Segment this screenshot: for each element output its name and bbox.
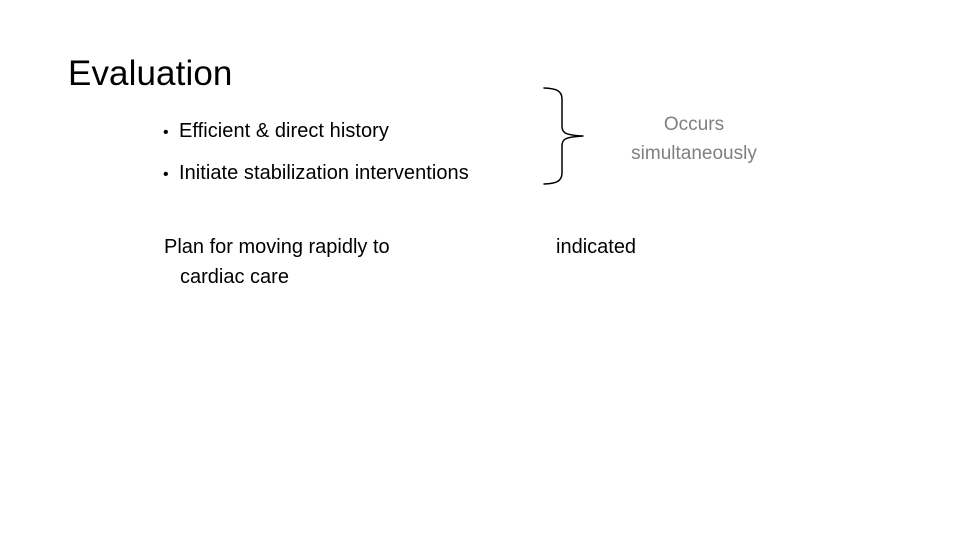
side-note-line-1: Occurs xyxy=(663,114,725,135)
list-item-label: Initiate stabilization interventions xyxy=(179,162,469,184)
list-item: • Efficient & direct history xyxy=(163,111,583,153)
side-note-line-2: simultaneously xyxy=(631,143,757,164)
list-item-label: Efficient & direct history xyxy=(179,120,389,142)
side-note: Occurs simultaneously xyxy=(594,110,794,168)
list-item: • Initiate stabilization interventions xyxy=(163,153,583,195)
bullet-list: • Efficient & direct history • Initiate … xyxy=(163,111,583,195)
plan-text-line-1: Plan for moving rapidly to xyxy=(164,236,390,258)
plan-text-line-2: cardiac care xyxy=(180,266,289,288)
bullet-point-icon: • xyxy=(163,124,169,141)
plan-text-block: Plan for moving rapidly to cardiac care xyxy=(164,232,494,292)
page-title: Evaluation xyxy=(68,54,233,93)
bullet-point-icon: • xyxy=(163,166,169,183)
indicated-label: indicated xyxy=(556,236,637,258)
